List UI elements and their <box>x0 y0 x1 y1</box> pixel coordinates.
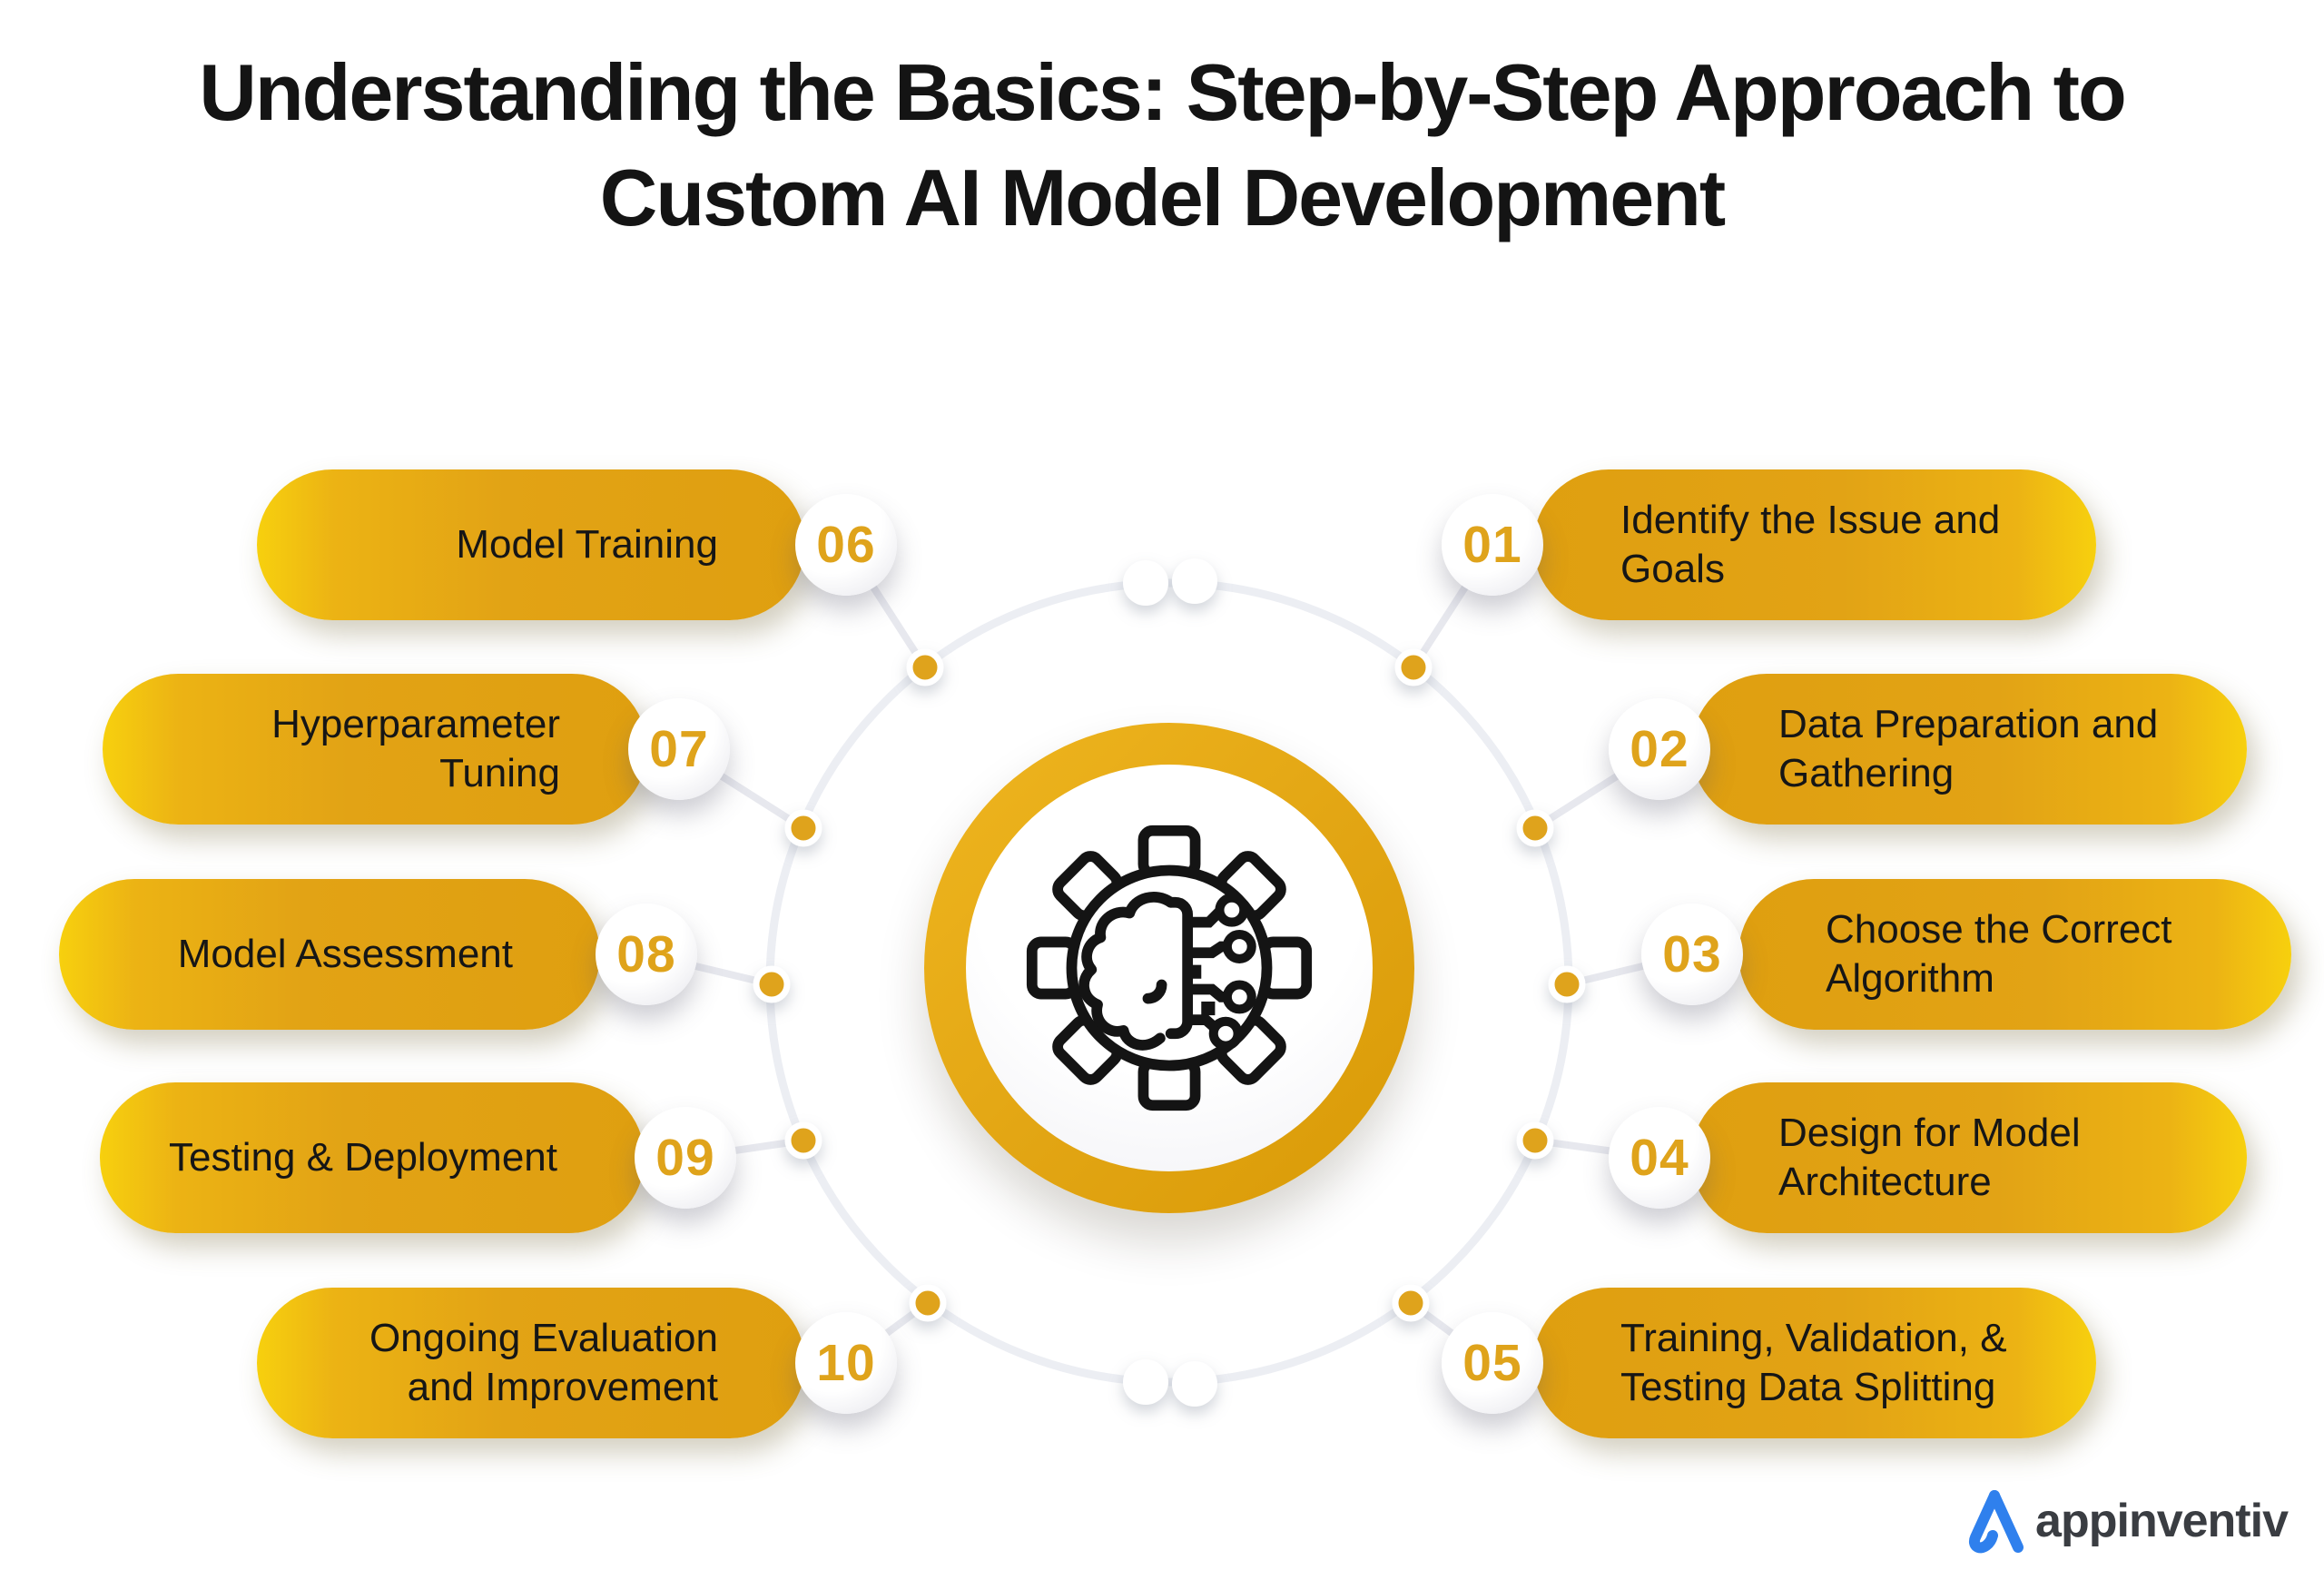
page-title: Understanding the Basics: Step-by-Step A… <box>0 40 2324 251</box>
badge-number: 03 <box>1662 925 1722 983</box>
step-number-badge-05: 05 <box>1442 1312 1543 1414</box>
brand-logo: appinventiv <box>1961 1487 2289 1555</box>
brand-logo-text: appinventiv <box>2035 1495 2289 1547</box>
step-number-badge-06: 06 <box>795 494 897 596</box>
pill-step-08: Model Assessment <box>59 879 600 1030</box>
center-emblem-inner <box>966 765 1373 1171</box>
step-number-badge-01: 01 <box>1442 494 1543 596</box>
appinventiv-logo-icon <box>1969 1490 2024 1554</box>
badge-number: 06 <box>816 516 876 574</box>
pill-step-06: Model Training <box>257 469 805 620</box>
badge-number: 05 <box>1462 1334 1522 1392</box>
title-line-2: Custom AI Model Development <box>599 153 1726 242</box>
badge-number: 02 <box>1630 720 1689 778</box>
pill-label: Data Preparation and Gathering <box>1778 702 2159 795</box>
badge-number: 10 <box>816 1334 876 1392</box>
step-number-badge-10: 10 <box>795 1312 897 1414</box>
step-number-badge-08: 08 <box>596 904 697 1005</box>
step-number-badge-09: 09 <box>635 1107 736 1209</box>
pill-label: Design for Model Architecture <box>1778 1111 2081 1204</box>
pill-label: Choose the Correct Algorithm <box>1826 907 2172 1001</box>
badge-number: 08 <box>616 925 676 983</box>
step-number-badge-03: 03 <box>1641 904 1743 1005</box>
pill-step-03: Choose the Correct Algorithm <box>1738 879 2291 1030</box>
badge-number: 07 <box>649 720 709 778</box>
badge-number: 09 <box>655 1129 715 1187</box>
ring-anchor-dots <box>753 648 1586 1322</box>
pill-step-07: Hyperparameter Tuning <box>103 674 647 825</box>
pill-step-05: Training, Validation, & Testing Data Spl… <box>1533 1288 2096 1438</box>
pill-label: Model Training <box>456 522 718 567</box>
title-line-1: Understanding the Basics: Step-by-Step A… <box>199 47 2126 137</box>
pill-step-01: Identify the Issue and Goals <box>1533 469 2096 620</box>
pill-label: Training, Validation, & Testing Data Spl… <box>1620 1316 2007 1409</box>
pill-label: Ongoing Evaluation and Improvement <box>369 1316 718 1409</box>
pill-label: Model Assessment <box>177 932 513 976</box>
pill-label: Testing & Deployment <box>169 1135 557 1180</box>
badge-number: 01 <box>1462 516 1522 574</box>
badge-number: 04 <box>1630 1129 1689 1187</box>
pill-step-09: Testing & Deployment <box>100 1082 645 1233</box>
ring-joint-dots <box>1123 558 1217 1407</box>
step-number-badge-07: 07 <box>628 698 730 800</box>
pill-step-02: Data Preparation and Gathering <box>1691 674 2247 825</box>
step-number-badge-04: 04 <box>1609 1107 1710 1209</box>
pill-label: Hyperparameter Tuning <box>271 702 560 795</box>
pill-step-10: Ongoing Evaluation and Improvement <box>257 1288 805 1438</box>
pill-step-04: Design for Model Architecture <box>1691 1082 2247 1233</box>
step-number-badge-02: 02 <box>1609 698 1710 800</box>
gear-brain-circuit-icon <box>1026 825 1313 1111</box>
center-emblem <box>924 723 1414 1213</box>
pill-label: Identify the Issue and Goals <box>1620 498 2001 591</box>
